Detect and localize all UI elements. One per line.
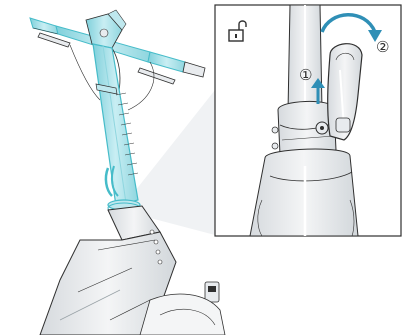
detail-callout: ① ②	[215, 5, 401, 236]
steering-stem	[93, 44, 138, 206]
step-1-label: ①	[299, 66, 312, 84]
step-2-label: ②	[376, 38, 389, 56]
